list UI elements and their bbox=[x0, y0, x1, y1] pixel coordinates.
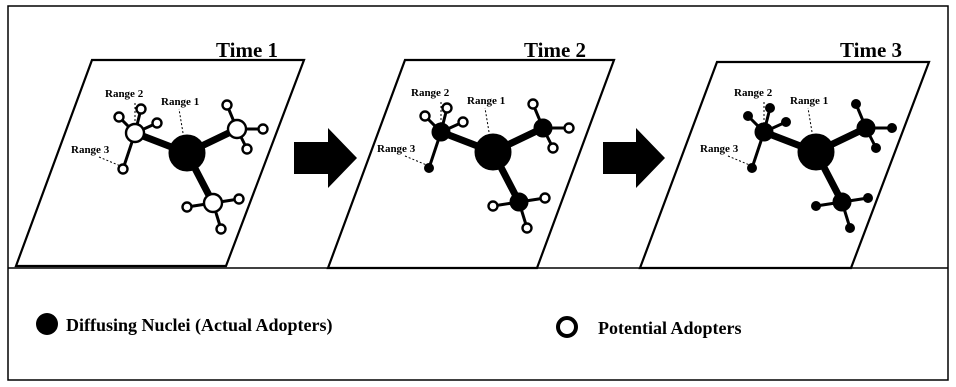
adopter-node bbox=[887, 123, 897, 133]
adopter-node bbox=[474, 133, 512, 171]
adopter-node bbox=[781, 117, 791, 127]
range-leader-line bbox=[484, 107, 490, 133]
adopter-node bbox=[424, 163, 434, 173]
range-label: Range 2 bbox=[411, 87, 450, 99]
potential-adopter-node bbox=[215, 223, 227, 235]
potential-legend-marker bbox=[556, 316, 578, 338]
legend-adopters-label: Diffusing Nuclei (Actual Adopters) bbox=[66, 315, 333, 336]
potential-adopter-node bbox=[527, 98, 539, 110]
range-leader-line bbox=[727, 155, 753, 167]
right-arrow-icon bbox=[603, 128, 665, 188]
potential-adopter-node bbox=[487, 200, 499, 212]
potential-adopter-node bbox=[113, 111, 125, 123]
range-leader-line bbox=[404, 155, 430, 167]
panel-parallelogram bbox=[326, 58, 616, 270]
potential-adopter-node bbox=[151, 117, 163, 129]
legend-potential-label: Potential Adopters bbox=[598, 318, 742, 338]
potential-adopter-node bbox=[547, 142, 559, 154]
panel-time-3: Time 3 Range 1 Range 2 Range 3 bbox=[638, 38, 931, 270]
potential-adopter-node bbox=[226, 118, 248, 140]
range-leader-line bbox=[178, 108, 184, 134]
panel-time-1: Time 1 Range 1 Range 2 Range 3 bbox=[14, 38, 306, 268]
adopter-node bbox=[851, 99, 861, 109]
adopter-node bbox=[747, 163, 757, 173]
potential-adopter-node bbox=[221, 99, 233, 111]
potential-adopter-node bbox=[521, 222, 533, 234]
potential-adopter-node bbox=[257, 123, 269, 135]
panel-title: Time 3 bbox=[840, 38, 902, 62]
network-graph: Range 1 Range 2 Range 3 bbox=[71, 88, 269, 235]
range-leader-line bbox=[807, 107, 813, 133]
potential-adopter-node bbox=[441, 102, 453, 114]
legend: Diffusing Nuclei (Actual Adopters) Poten… bbox=[36, 313, 742, 338]
potential-adopter-node bbox=[202, 192, 224, 214]
panel-parallelogram bbox=[14, 58, 306, 268]
range-label: Range 1 bbox=[161, 96, 199, 108]
adopter-node bbox=[168, 134, 206, 172]
potential-adopter-node bbox=[241, 143, 253, 155]
adopter-node bbox=[533, 118, 553, 138]
adopter-node bbox=[871, 143, 881, 153]
adopter-node bbox=[431, 122, 451, 142]
potential-adopter-node bbox=[419, 110, 431, 122]
range-label: Range 1 bbox=[467, 95, 505, 107]
potential-adopter-node bbox=[181, 201, 193, 213]
panel-title: Time 2 bbox=[524, 38, 586, 62]
adopter-node bbox=[754, 122, 774, 142]
adopter-node bbox=[743, 111, 753, 121]
network-graph: Range 1 Range 2 Range 3 bbox=[377, 87, 575, 234]
adopter-node bbox=[856, 118, 876, 138]
right-arrow-icon bbox=[294, 128, 357, 188]
range-label: Range 2 bbox=[734, 87, 773, 99]
adopter-node bbox=[863, 193, 873, 203]
adopter-node bbox=[509, 192, 529, 212]
potential-adopter-node bbox=[233, 193, 245, 205]
potential-adopter-node bbox=[117, 163, 129, 175]
adopter-legend-marker bbox=[36, 313, 58, 335]
network-graph: Range 1 Range 2 Range 3 bbox=[700, 87, 897, 233]
adopter-node bbox=[811, 201, 821, 211]
figure-frame bbox=[7, 5, 949, 381]
potential-adopter-node bbox=[563, 122, 575, 134]
adopter-node bbox=[832, 192, 852, 212]
range-label: Range 2 bbox=[105, 88, 144, 100]
adopter-node bbox=[765, 103, 775, 113]
panel-parallelogram bbox=[638, 60, 931, 270]
range-label: Range 3 bbox=[700, 143, 739, 155]
range-label: Range 3 bbox=[71, 144, 110, 156]
range-label: Range 1 bbox=[790, 95, 828, 107]
panel-time-2: Time 2 Range 1 Range 2 Range 3 bbox=[326, 38, 616, 270]
potential-adopter-node bbox=[124, 122, 146, 144]
adopter-node bbox=[845, 223, 855, 233]
potential-adopter-node bbox=[457, 116, 469, 128]
adopter-node bbox=[797, 133, 835, 171]
panel-title: Time 1 bbox=[216, 38, 278, 62]
potential-adopter-node bbox=[135, 103, 147, 115]
potential-adopter-node bbox=[539, 192, 551, 204]
range-label: Range 3 bbox=[377, 143, 416, 155]
